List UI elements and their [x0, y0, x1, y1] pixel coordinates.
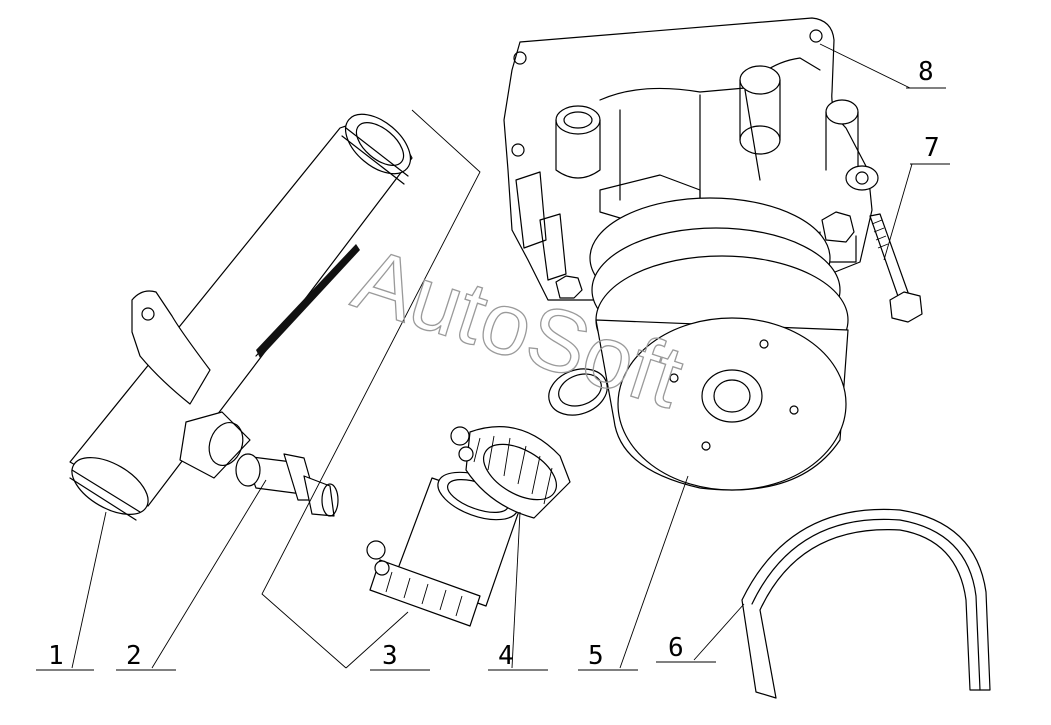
callout-2: 2 [126, 641, 142, 671]
part-1-water-pipe [69, 113, 413, 521]
callout-1: 1 [48, 641, 64, 671]
seal-ring [548, 368, 608, 416]
part-4-clamp [450, 426, 571, 519]
part-6-belt [741, 508, 991, 699]
leader-lines [71, 43, 913, 669]
callout-4: 4 [498, 641, 514, 671]
label-underlines [36, 87, 950, 671]
callout-5: 5 [588, 641, 604, 671]
callout-6: 6 [668, 633, 684, 663]
part-5-pulley [589, 197, 849, 491]
part-7-bolt [869, 213, 923, 323]
callout-3: 3 [382, 641, 398, 671]
callout-8: 8 [918, 57, 934, 87]
callout-7: 7 [924, 133, 940, 163]
part-2-fitting [235, 453, 339, 517]
